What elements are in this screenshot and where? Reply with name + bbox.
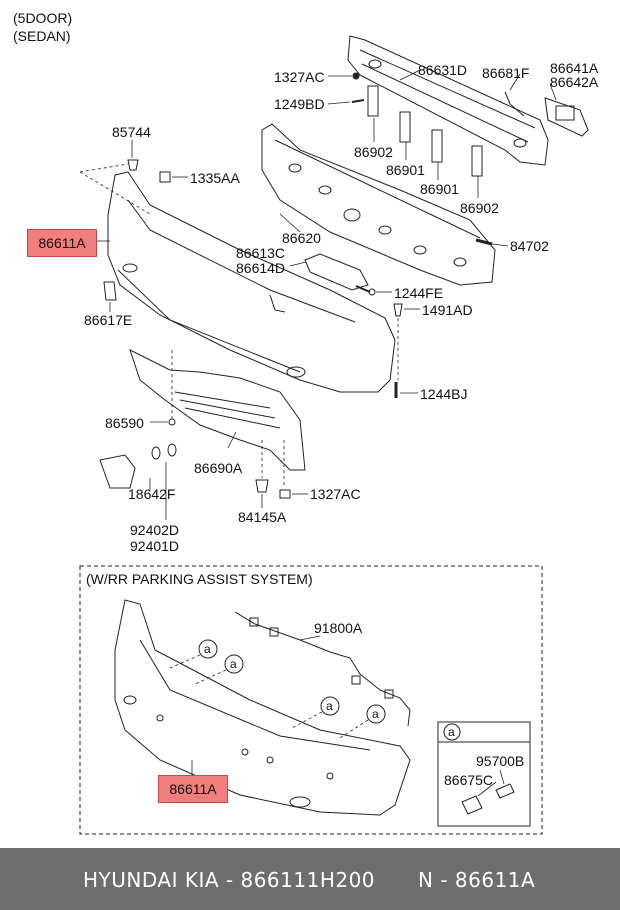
label-18642f: 18642F (128, 486, 176, 502)
energy-absorber-86620 (261, 123, 496, 286)
bumper-beam-86631d (347, 35, 549, 166)
footer-bar: HYUNDAI KIA - 866111H200 N - 86611A (0, 848, 620, 910)
sensor-86675c (461, 795, 483, 815)
label-92401d: 92401D (130, 538, 180, 554)
bolt-1244fe (355, 285, 371, 293)
label-1491ad: 1491AD (422, 302, 473, 318)
label-84702: 84702 (510, 238, 549, 254)
label-92402d: 92402D (130, 522, 180, 538)
label-1244bj: 1244BJ (420, 386, 468, 402)
label-1249bd: 1249BD (274, 96, 325, 112)
ref-a-4: a (372, 707, 379, 721)
legend-box (437, 721, 531, 827)
label-1335aa: 1335AA (190, 170, 240, 186)
nut-1327ac (352, 72, 360, 80)
label-1327ac-bottom: 1327AC (310, 486, 361, 502)
parking-assist-inset-frame (79, 565, 543, 835)
inset-bumper-cover (114, 599, 411, 816)
reflector-86617e (103, 281, 117, 301)
label-86631d: 86631D (418, 62, 468, 78)
header-line-1: (5DOOR) (13, 10, 73, 26)
label-86641a: 86641A (550, 60, 599, 76)
inset-ref-circles (169, 639, 386, 739)
screw-86590 (168, 418, 176, 426)
bracket-86641a (544, 97, 589, 137)
ref-a-3: a (326, 699, 333, 713)
label-95700b: 95700B (476, 753, 525, 769)
sensor-95700b (495, 783, 515, 799)
clip-84702 (475, 238, 493, 246)
clip-85744 (127, 159, 139, 171)
leader-lines-top (327, 69, 557, 198)
label-86690a: 86690A (194, 460, 243, 476)
clip-1491ad (393, 303, 403, 317)
footer-reference: N - 86611A (418, 868, 536, 892)
label-84145a: 84145A (238, 509, 287, 525)
bolt-1249bd (351, 99, 365, 103)
bulb-92402d (151, 446, 161, 460)
label-1244fe: 1244FE (394, 285, 444, 301)
nut-1335aa (159, 171, 171, 183)
spacers-86902-86901 (367, 85, 483, 177)
footer-part-number: HYUNDAI KIA - 866111H200 (83, 868, 376, 892)
inset-label-86611a-highlight: 86611A (158, 775, 228, 803)
label-86901-a: 86901 (386, 162, 425, 178)
undercover-86690a (129, 349, 306, 488)
label-86617e: 86617E (84, 312, 133, 328)
label-86681f: 86681F (482, 65, 530, 81)
label-86614d: 86614D (236, 260, 286, 276)
bracket-86613c (304, 253, 369, 291)
label-86901-b: 86901 (420, 181, 459, 197)
label-86590: 86590 (105, 415, 144, 431)
exploded-view-drawing (79, 35, 589, 835)
label-86642a: 86642A (550, 74, 599, 90)
ref-a-1: a (204, 642, 211, 656)
stay-86681f (504, 91, 525, 117)
clip-84145a (255, 479, 269, 493)
label-91800a: 91800A (314, 620, 363, 636)
wiring-harness-91800a (234, 611, 411, 727)
label-86902-b: 86902 (460, 200, 499, 216)
inset-title: (W/RR PARKING ASSIST SYSTEM) (86, 571, 313, 587)
header-line-2: (SEDAN) (13, 28, 71, 44)
label-86611a-highlight: 86611A (27, 229, 97, 257)
legend-ref-a: a (448, 725, 455, 739)
label-85744: 85744 (112, 124, 151, 140)
nut-1327ac-lower (279, 489, 291, 499)
bulb-socket-18642f (99, 454, 136, 489)
bumper-cover-86611a (107, 171, 396, 393)
label-86613c: 86613C (236, 245, 286, 261)
label-86902-a: 86902 (354, 144, 393, 160)
ref-a-2: a (230, 657, 237, 671)
label-1327ac-top: 1327AC (274, 69, 325, 85)
label-86675c: 86675C (444, 772, 494, 788)
label-86620: 86620 (282, 230, 321, 246)
